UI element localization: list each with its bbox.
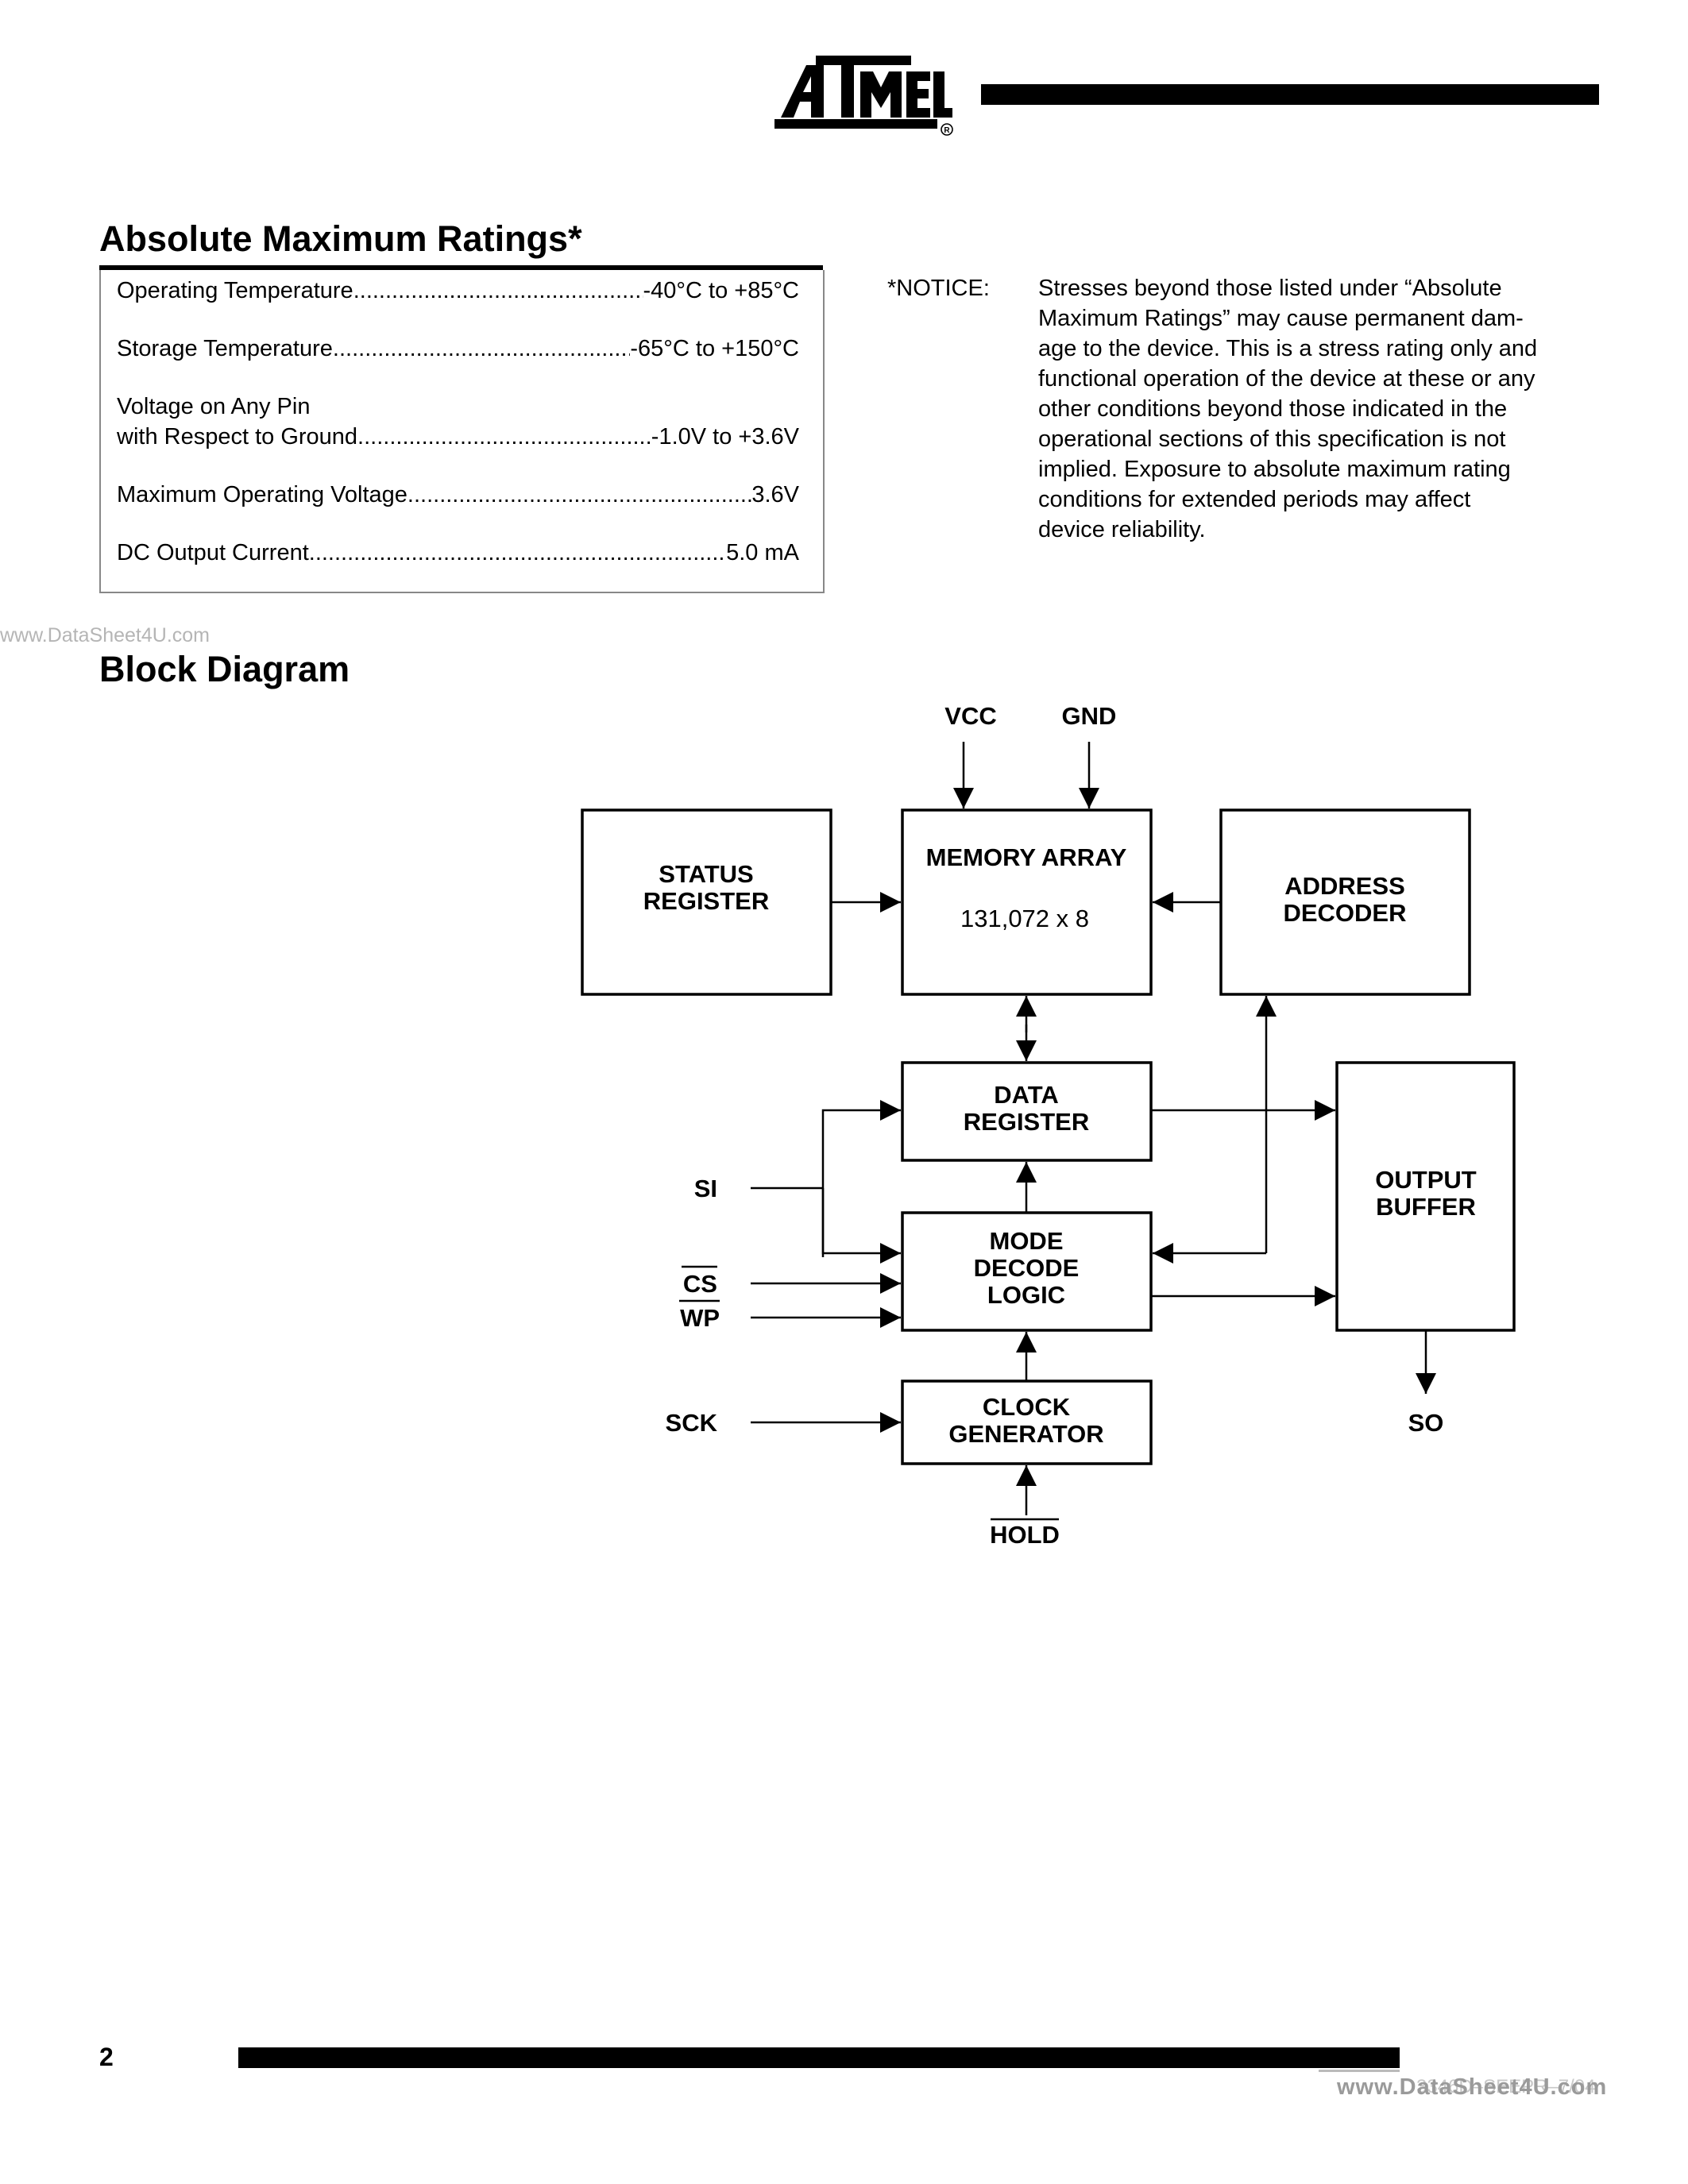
atmel-logo: R xyxy=(774,56,953,136)
ratings-title: Absolute Maximum Ratings* xyxy=(99,218,582,259)
document-number: 3346D–SEEPR–7/04 xyxy=(1416,2076,1596,2097)
pin-sck: SCK xyxy=(666,1409,718,1437)
pin-so: SO xyxy=(1408,1409,1444,1437)
clock-generator-label: CLOCK xyxy=(983,1393,1071,1421)
rating-row: DC Output Current 5.0 mA xyxy=(117,538,799,568)
data-register-label: REGISTER xyxy=(964,1108,1089,1136)
watermark: www.DataSheet4U.com xyxy=(0,624,211,646)
memory-array-size: 131,072 x 8 xyxy=(960,905,1089,932)
data-register-block xyxy=(901,1061,1153,1162)
rating-row: Operating Temperature -40°C to +85°C xyxy=(117,276,799,306)
rating-label: Operating Temperature xyxy=(117,278,353,303)
memory-array-label: MEMORY ARRAY xyxy=(926,843,1127,871)
notice-line: device reliability. xyxy=(1038,517,1206,542)
page-number: 2 xyxy=(99,2043,114,2071)
mode-decode-logic-label: LOGIC xyxy=(987,1281,1065,1309)
pin-wp: WP xyxy=(680,1304,720,1332)
rating-value: -65°C to +150°C xyxy=(630,336,799,361)
block-diagram-title: Block Diagram xyxy=(99,649,350,689)
status-register-label: REGISTER xyxy=(643,887,769,915)
mode-decode-logic-label: DECODE xyxy=(974,1254,1080,1282)
notice-line: Stresses beyond those listed under “Abso… xyxy=(1038,276,1502,301)
address-decoder-label: ADDRESS xyxy=(1284,872,1405,900)
pin-hold: HOLD xyxy=(990,1521,1060,1549)
notice-line: conditions for extended periods may affe… xyxy=(1038,487,1471,512)
si-to-data-arrow xyxy=(821,1100,901,1257)
notice-line: age to the device. This is a stress rati… xyxy=(1038,336,1538,361)
watermark: www.DataSheet4U.com xyxy=(1337,2074,1608,2100)
clock-generator-label: GENERATOR xyxy=(948,1420,1103,1448)
rating-row: Maximum Operating Voltage 3.6V xyxy=(117,480,799,510)
notice-line: other conditions beyond those indicated … xyxy=(1038,396,1508,422)
mode-decode-logic-label: MODE xyxy=(990,1227,1064,1255)
ratings-table: Operating Temperature -40°C to +85°C Sto… xyxy=(99,270,825,593)
header-bar xyxy=(981,84,1599,105)
rating-label: Maximum Operating Voltage xyxy=(117,482,408,507)
output-buffer-label: OUTPUT xyxy=(1375,1166,1477,1194)
output-buffer-label: BUFFER xyxy=(1376,1193,1476,1221)
notice-line: implied. Exposure to absolute maximum ra… xyxy=(1038,457,1511,482)
rating-label: with Respect to Ground xyxy=(117,424,358,450)
rating-row: Voltage on Any Pin with Respect to Groun… xyxy=(117,392,799,452)
rating-value: -1.0V to +3.6V xyxy=(651,424,799,450)
footer-rule xyxy=(1319,2070,1400,2072)
rating-label: Storage Temperature xyxy=(117,336,333,361)
pin-gnd: GND xyxy=(1062,702,1117,730)
pin-vcc: VCC xyxy=(944,702,996,730)
si-to-mode-arrow xyxy=(821,1188,901,1264)
status-register-label: STATUS xyxy=(659,860,753,888)
data-register-label: DATA xyxy=(994,1081,1059,1109)
rating-value: -40°C to +85°C xyxy=(643,278,800,303)
rating-label-line1: Voltage on Any Pin xyxy=(117,394,311,419)
rating-row: Storage Temperature -65°C to +150°C xyxy=(117,334,799,364)
rating-value: 5.0 mA xyxy=(726,540,799,565)
notice-line: operational sections of this specificati… xyxy=(1038,426,1506,452)
address-decoder-label: DECODER xyxy=(1283,899,1406,927)
rating-label: DC Output Current xyxy=(117,540,309,565)
notice-text: Stresses beyond those listed under “Abso… xyxy=(1038,273,1594,545)
notice-label: *NOTICE: xyxy=(887,276,990,301)
pin-cs: CS xyxy=(683,1270,717,1298)
memory-array-block xyxy=(901,808,1153,996)
svg-text:R: R xyxy=(944,126,950,135)
footer-bar xyxy=(238,2047,1400,2068)
rating-value: 3.6V xyxy=(751,482,799,507)
notice-line: Maximum Ratings” may cause permanent dam… xyxy=(1038,306,1524,331)
ratings-rule xyxy=(99,265,823,270)
pin-si: SI xyxy=(694,1175,717,1202)
notice-line: functional operation of the device at th… xyxy=(1038,366,1535,392)
